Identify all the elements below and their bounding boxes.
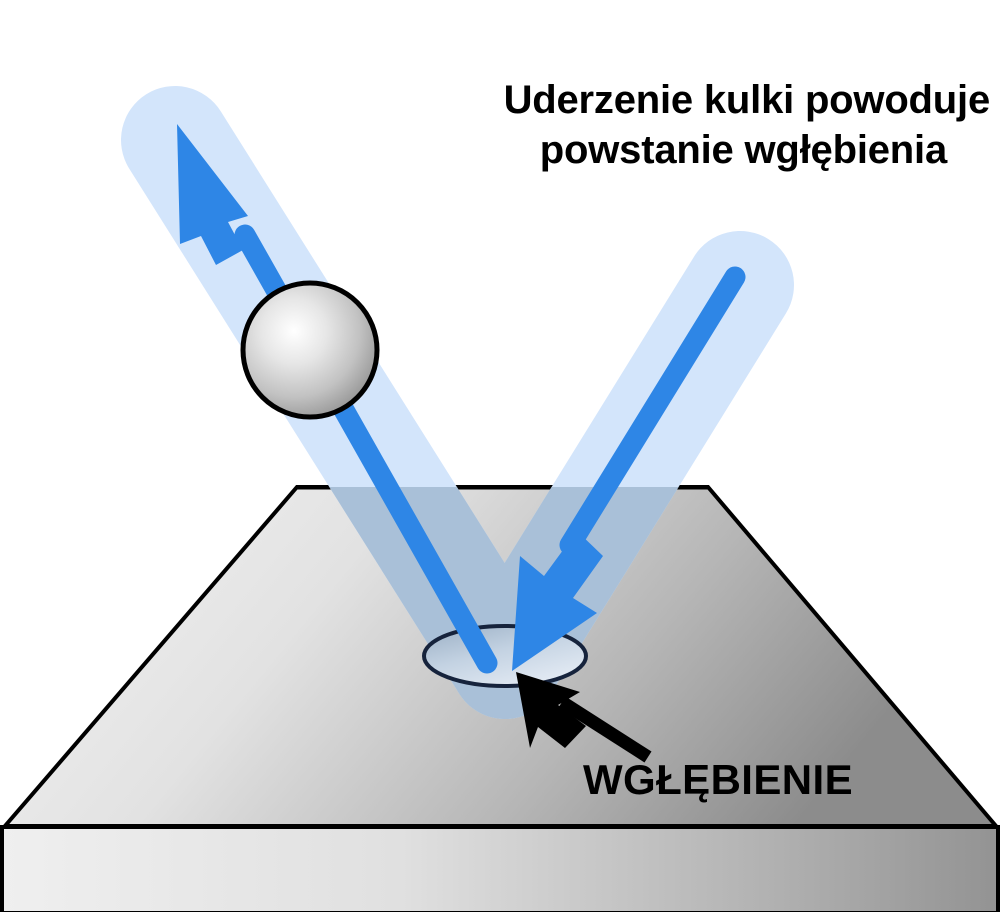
incoming-trajectory-arrow xyxy=(512,266,746,671)
incoming-arrow-head xyxy=(512,531,603,671)
title-block: Uderzenie kulki powoduje powstanie wgłęb… xyxy=(504,78,991,172)
block-base-slab xyxy=(0,825,1000,912)
arrow-up-left-icon xyxy=(516,672,586,748)
title-line-2: powstanie wgłębienia xyxy=(540,128,948,172)
outgoing-arrow-head xyxy=(177,124,248,265)
steel-ball-group xyxy=(240,280,380,420)
callout-pointer-group xyxy=(516,672,652,763)
steel-ball xyxy=(240,280,380,420)
title-line-1: Uderzenie kulki powoduje xyxy=(504,78,990,122)
callout-pointer-shaft xyxy=(558,696,652,763)
incoming-arrow-shaft xyxy=(559,266,746,556)
indentation-label: WGŁĘBIENIE xyxy=(583,756,853,803)
